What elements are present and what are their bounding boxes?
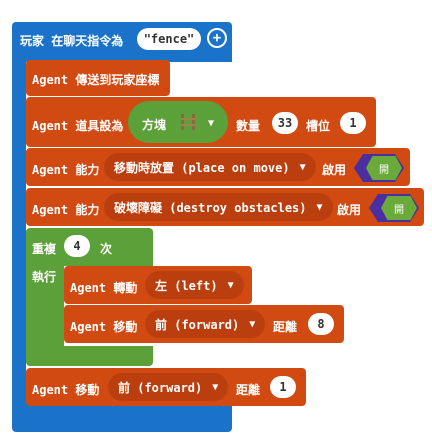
repeat-label: 重複	[32, 242, 57, 256]
set-item-label: Agent 道具設為	[32, 119, 124, 133]
fence-icon	[178, 112, 198, 132]
agent-teleport-block[interactable]	[26, 60, 170, 96]
move-label-final: Agent 移動	[32, 383, 100, 397]
turn-direction-dropdown[interactable]: 左 (left) ▼	[145, 271, 244, 299]
plus-circle-icon[interactable]: +	[207, 28, 227, 48]
enable-label-2: 啟用	[337, 203, 362, 217]
item-dropdown[interactable]	[128, 101, 228, 143]
chevron-down-icon: ▼	[227, 279, 234, 291]
enable-label-1: 啟用	[322, 163, 347, 177]
move-direction-value-final: 前 (forward)	[118, 380, 203, 395]
event-label: 玩家 在聊天指令為	[20, 34, 124, 48]
command-input[interactable]: "fence"	[137, 28, 201, 50]
ability-value-2: 破壞障礙 (destroy obstacles)	[114, 200, 307, 215]
item-label: 方塊	[142, 118, 167, 132]
repeat-loop-rail	[26, 262, 64, 362]
move-direction-dropdown-inner[interactable]: 前 (forward) ▼	[145, 310, 266, 338]
chevron-down-icon: ▼	[212, 381, 219, 393]
toggle-switch-2[interactable]: 開	[381, 196, 417, 220]
ability-label-2: Agent 能力	[32, 203, 100, 217]
move-label-inner: Agent 移動	[70, 320, 138, 334]
distance-input-final[interactable]: 1	[270, 376, 296, 398]
ability-label-1: Agent 能力	[32, 163, 100, 177]
repeat-loop-footer	[26, 346, 153, 366]
chevron-down-icon: ▼	[249, 318, 256, 330]
slot-input[interactable]: 1	[340, 112, 366, 134]
distance-input-inner[interactable]: 8	[308, 313, 334, 335]
ability-dropdown-place-on-move[interactable]: 移動時放置 (place on move) ▼	[104, 153, 316, 181]
slot-label: 槽位	[306, 119, 331, 133]
distance-label-final: 距離	[236, 383, 261, 397]
count-label: 數量	[236, 119, 261, 133]
move-direction-value-inner: 前 (forward)	[155, 317, 240, 332]
ability-value-1: 移動時放置 (place on move)	[114, 160, 290, 175]
times-label: 次	[100, 242, 113, 256]
count-input[interactable]: 33	[272, 112, 298, 134]
ability-dropdown-destroy-obstacles[interactable]: 破壞障礙 (destroy obstacles) ▼	[104, 193, 333, 221]
move-direction-dropdown-final[interactable]: 前 (forward) ▼	[108, 373, 229, 401]
distance-label-inner: 距離	[273, 320, 298, 334]
repeat-count-input[interactable]: 4	[64, 235, 90, 257]
do-label: 執行	[32, 270, 57, 284]
agent-teleport-label: Agent 傳送到玩家座標	[32, 73, 160, 87]
chevron-down-icon: ▼	[208, 118, 215, 129]
toggle-switch-1[interactable]: 開	[366, 156, 402, 180]
turn-direction-value: 左 (left)	[155, 278, 218, 293]
event-block-footer	[12, 402, 232, 432]
chevron-down-icon: ▼	[299, 161, 306, 173]
chevron-down-icon: ▼	[316, 201, 323, 213]
event-block-left-rail	[12, 55, 26, 415]
turn-label: Agent 轉動	[70, 281, 138, 295]
